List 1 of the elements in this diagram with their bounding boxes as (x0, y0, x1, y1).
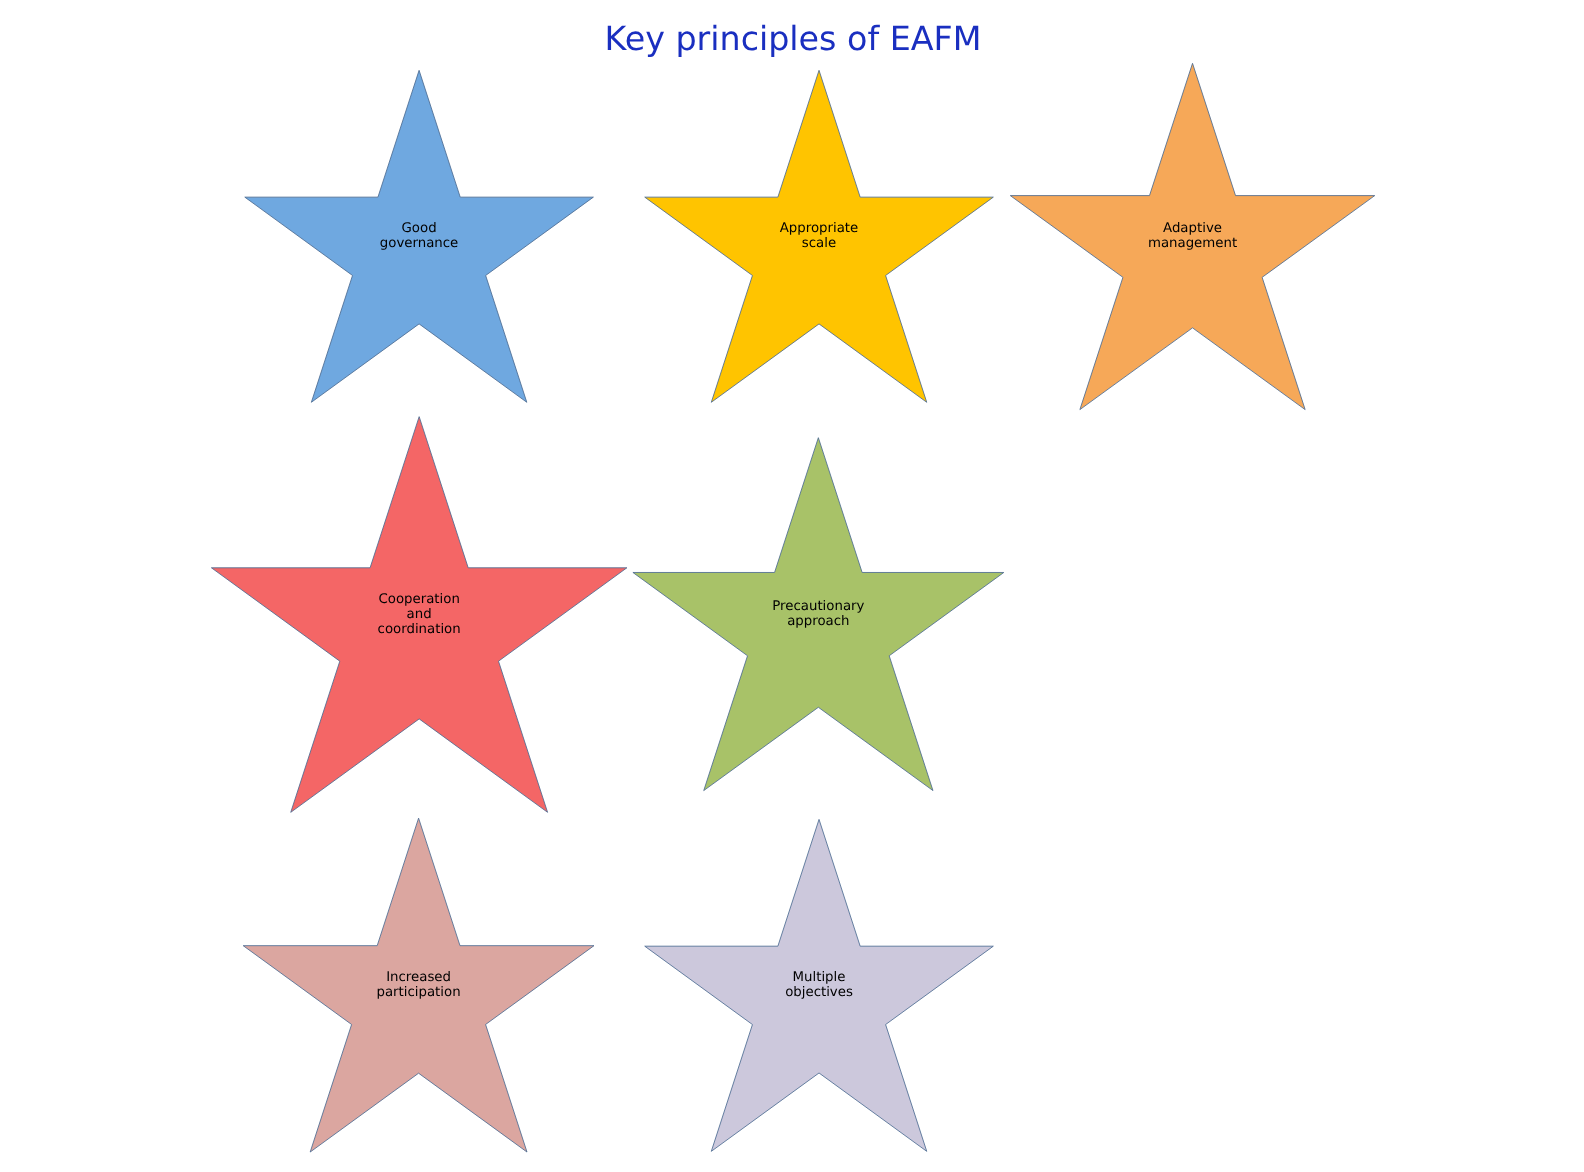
diagram-title: Key principles of EAFM (603, 19, 981, 58)
